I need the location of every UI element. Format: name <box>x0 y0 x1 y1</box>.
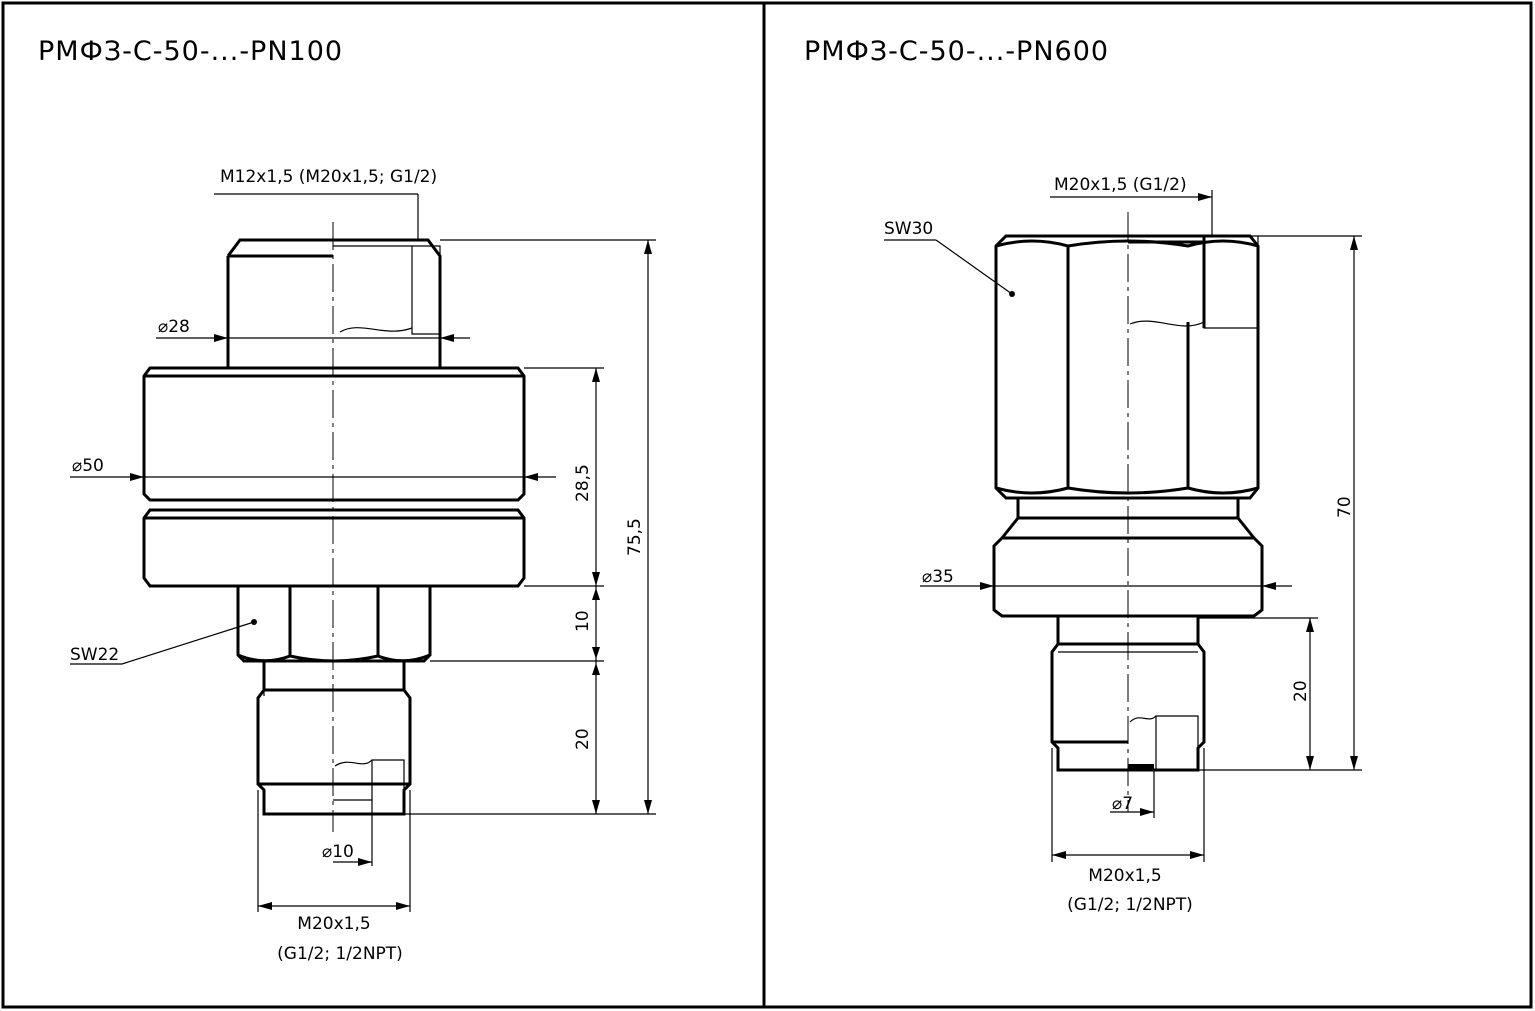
left-wrench-label: SW22 <box>70 645 119 665</box>
right-title: РМФЗ-С-50-...-PN600 <box>804 36 1109 67</box>
left-lower-thread <box>256 661 412 816</box>
left-dimensions: M12x1,5 (M20x1,5; G1/2) ⌀28 ⌀50 28,5 <box>70 167 656 964</box>
right-hex-body <box>994 234 1260 500</box>
right-wrench-label: SW30 <box>884 219 933 239</box>
left-dia-top-label: ⌀28 <box>158 317 190 337</box>
right-dim-thread-length: 20 <box>1291 680 1311 702</box>
right-top-thread-label: M20x1,5 (G1/2) <box>1054 175 1187 195</box>
right-top-hatch <box>1203 235 1259 329</box>
right-dia-body-label: ⌀35 <box>922 567 954 587</box>
left-dia-bore-label: ⌀10 <box>322 842 354 862</box>
left-top-fitting <box>226 238 442 368</box>
right-dim-total-height: 70 <box>1335 496 1355 518</box>
left-bottom-thread-alt-label: (G1/2; 1/2NPT) <box>277 944 403 964</box>
right-bottom-thread-label: M20x1,5 <box>1088 866 1161 886</box>
left-dim-thread-length: 20 <box>573 728 593 750</box>
right-dimensions: M20x1,5 (G1/2) SW30 ⌀35 70 20 <box>884 175 1362 915</box>
right-bottom-hatch <box>1155 715 1199 771</box>
left-hex <box>236 586 432 663</box>
left-bottom-thread-label: M20x1,5 <box>297 914 370 934</box>
left-main-body <box>142 366 526 588</box>
left-top-thread-label: M12x1,5 (M20x1,5; G1/2) <box>220 167 437 187</box>
left-dia-body-label: ⌀50 <box>72 456 104 476</box>
right-bottom-thread-alt-label: (G1/2; 1/2NPT) <box>1067 895 1193 915</box>
left-dim-total-height: 75,5 <box>625 518 645 556</box>
left-top-hatch <box>411 245 441 335</box>
left-dim-body-height: 28,5 <box>573 464 593 502</box>
right-collar <box>992 498 1264 618</box>
right-dia-bore-label: ⌀7 <box>1112 794 1133 814</box>
left-panel: РМФЗ-С-50-...-PN100 <box>38 36 656 964</box>
left-title: РМФЗ-С-50-...-PN100 <box>38 36 343 67</box>
left-bottom-hatch <box>371 759 405 815</box>
left-dim-hex-height: 10 <box>573 610 593 632</box>
right-panel: РМФЗ-С-50-...-PN600 <box>804 36 1362 915</box>
